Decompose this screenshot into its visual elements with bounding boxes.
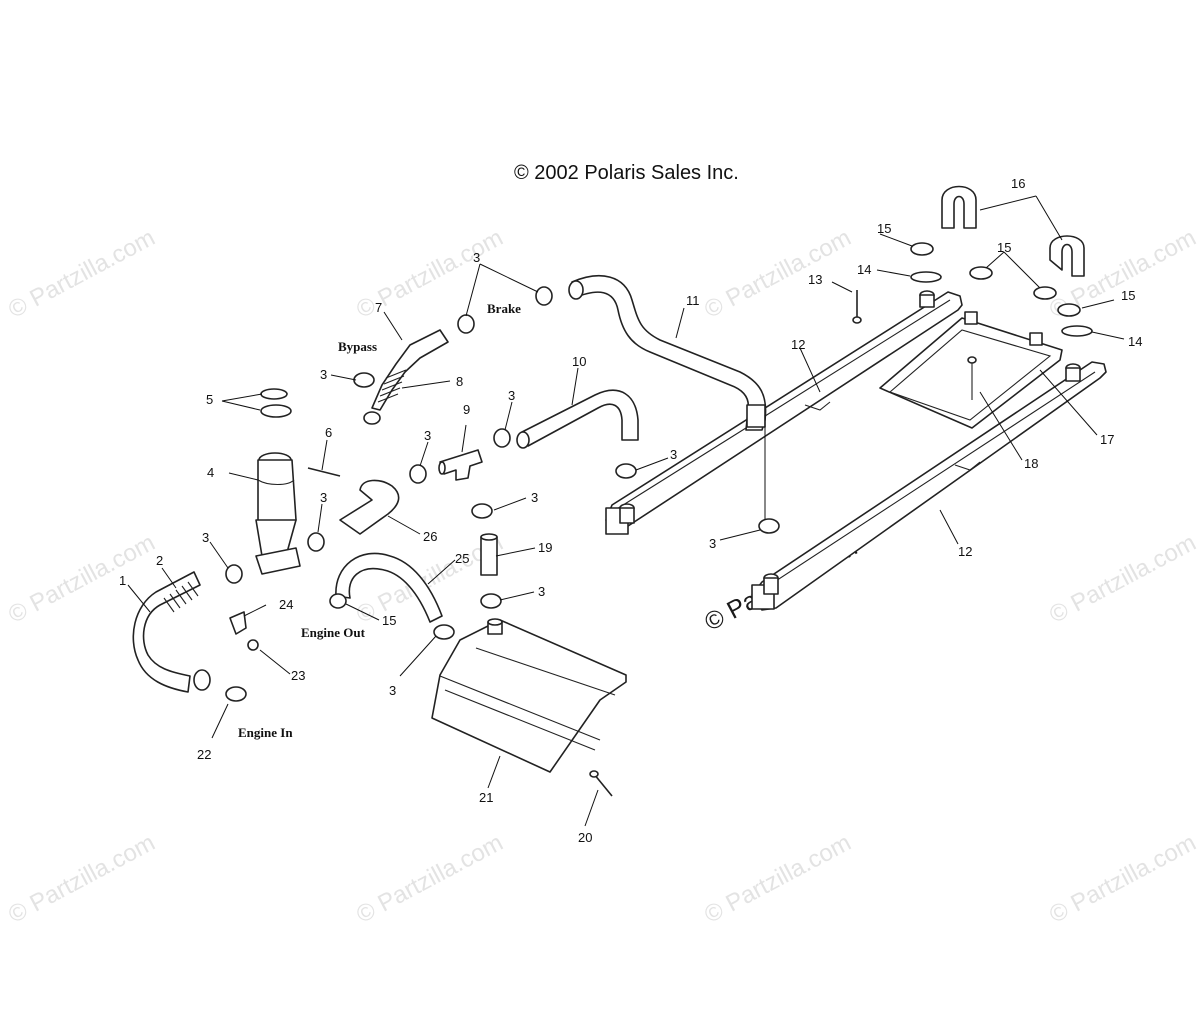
center-cooler-plate [879,311,1063,429]
label-engine-in: Engine In [238,725,293,740]
spring-2 [163,581,199,613]
clip-24 [229,611,247,635]
callout-15: 15 [1121,288,1135,303]
callout-22: 22 [197,747,211,762]
heat-exchanger-rail-lower [751,361,1107,611]
callout-4: 4 [207,465,214,480]
callout-3: 3 [538,584,545,599]
hose-25 [335,552,443,623]
callout-3: 3 [320,367,327,382]
tee-fitting-9 [438,449,483,481]
callout-20: 20 [578,830,592,845]
leader-lines [127,195,1125,827]
callout-3: 3 [320,490,327,505]
callout-3: 3 [709,536,716,551]
hose-10 [521,389,639,447]
callout-23: 23 [291,668,305,683]
callout-9: 9 [463,402,470,417]
callout-2: 2 [156,553,163,568]
callout-10: 10 [572,354,586,369]
heat-exchanger-rail-upper [605,290,963,535]
callout-15: 15 [877,221,891,236]
copyright-text: © 2002 Polaris Sales Inc. [514,162,739,184]
hose-clamps [225,242,1081,640]
washer-14 [910,271,942,283]
spring-8 [377,369,407,403]
callout-6: 6 [325,425,332,440]
cap-gaskets-5 [260,388,292,418]
callout-14: 14 [1128,334,1142,349]
callout-24: 24 [279,597,293,612]
rivet-20 [589,770,613,797]
bypass-hose-7 [371,329,449,411]
callout-1: 1 [119,573,126,588]
label-bypass: Bypass [338,339,377,354]
callout-11: 11 [686,293,700,308]
callout-15: 15 [997,240,1011,255]
clamp-22 [225,686,247,702]
label-engine-out: Engine Out [301,625,366,640]
callout-7: 7 [375,300,382,315]
callout-3: 3 [389,683,396,698]
elbow-hose-16 [941,185,1085,277]
callout-3: 3 [473,250,480,265]
callout-26: 26 [423,529,437,544]
callout-12: 12 [791,337,805,352]
callout-21: 21 [479,790,493,805]
callout-3: 3 [670,447,677,462]
callout-3: 3 [531,490,538,505]
callout-numbers: 1 2 3 4 5 6 7 8 3 3 3 3 9 10 11 3 3 19 3… [119,176,1142,845]
hose-1 [132,571,201,693]
tube-19 [480,536,498,576]
hose-11-end [746,404,766,428]
callout-17: 17 [1100,432,1114,447]
hose-26 [339,479,400,535]
callout-18: 18 [1024,456,1038,471]
tunnel-shield [431,618,627,773]
hose-11 [571,275,767,431]
label-brake: Brake [487,301,521,316]
callout-8: 8 [456,374,463,389]
rod-6 [307,467,341,477]
callout-14: 14 [857,262,871,277]
callout-3: 3 [202,530,209,545]
washer-23 [247,639,259,651]
bolt-13 [852,290,862,324]
callout-3: 3 [508,388,515,403]
callout-13: 13 [808,272,822,287]
callout-5: 5 [206,392,213,407]
callout-19: 19 [538,540,552,555]
callout-25: 25 [455,551,469,566]
washer-14 [1061,325,1093,337]
callout-15: 15 [382,613,396,628]
coolant-tank-4 [255,452,301,575]
callout-16: 16 [1011,176,1025,191]
callout-12: 12 [958,544,972,559]
callout-3: 3 [424,428,431,443]
